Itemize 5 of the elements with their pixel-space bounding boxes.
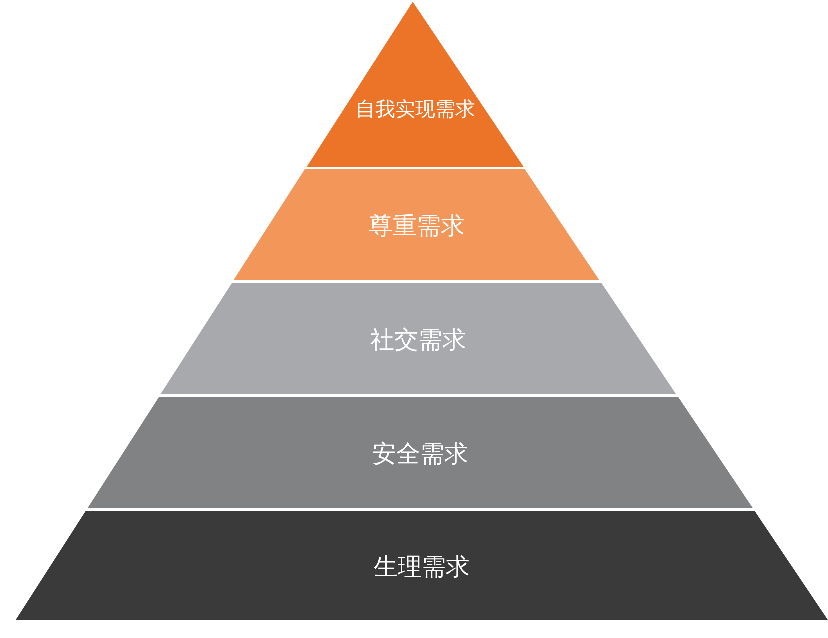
tier-label: 自我实现需求 xyxy=(354,96,476,123)
tier-label: 社交需求 xyxy=(370,325,468,356)
tier-label: 安全需求 xyxy=(371,439,470,470)
tier-label: 尊重需求 xyxy=(368,211,466,242)
tier-label: 生理需求 xyxy=(373,552,471,584)
